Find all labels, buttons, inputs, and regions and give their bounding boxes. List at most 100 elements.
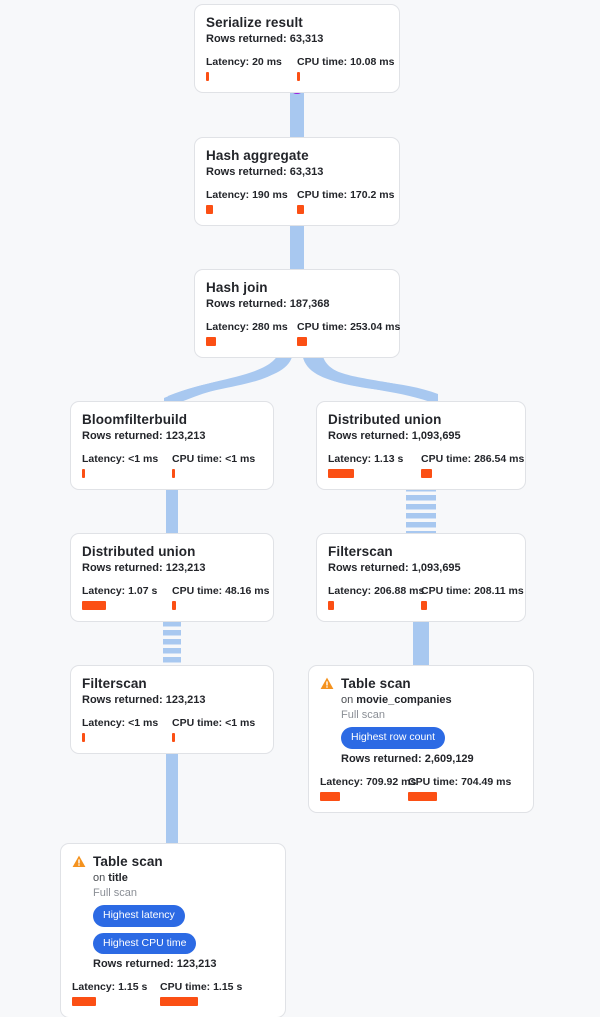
node-rows-returned: Rows returned: 1,093,695	[328, 430, 461, 442]
node-title: Serialize result	[206, 15, 303, 30]
metric-latency: Latency: 1.15 s	[46, 981, 160, 1006]
edge-distributedunion-filterscan-left	[163, 612, 181, 666]
edge-filterscan-tablescan-right	[413, 612, 429, 668]
latency-label: Latency: 20 ms	[206, 56, 282, 68]
latency-bar	[206, 205, 213, 214]
cpu-time-bar	[297, 337, 307, 346]
edge-hashjoin-bloomfilterbuild	[164, 350, 292, 408]
latency-bar	[82, 469, 85, 478]
metric-cpu-time: CPU time: 704.49 ms	[408, 776, 522, 801]
node-title: Hash aggregate	[206, 148, 309, 163]
latency-label: Latency: 206.88 ms	[328, 585, 425, 597]
node-scan-type: Full scan	[93, 887, 138, 899]
node-title: Distributed union	[82, 544, 196, 559]
cpu-time-label: CPU time: <1 ms	[172, 453, 256, 465]
metric-latency: Latency: 1.07 s	[82, 585, 172, 610]
node-title: Table scan	[341, 676, 411, 691]
metric-cpu-time: CPU time: <1 ms	[172, 453, 262, 478]
edge-hashjoin-bloomfilterbuild-band	[170, 352, 288, 402]
node-title: Distributed union	[328, 412, 442, 427]
cpu-time-bar	[297, 72, 300, 81]
edge-filterscan-tablescan-left	[166, 744, 178, 846]
latency-label: Latency: 1.07 s	[82, 585, 158, 597]
latency-label: Latency: 190 ms	[206, 189, 288, 201]
latency-bar	[206, 72, 209, 81]
node-rows-returned: Rows returned: 2,609,129	[341, 752, 474, 765]
node-rows-returned: Rows returned: 187,368	[206, 298, 330, 310]
edge-hashjoin-distributedunion-band	[306, 352, 438, 402]
metric-latency: Latency: 190 ms	[206, 189, 297, 214]
cpu-time-label: CPU time: 48.16 ms	[172, 585, 270, 597]
node-scan-type: Full scan	[341, 709, 386, 721]
latency-bar	[82, 733, 85, 742]
metric-cpu-time: CPU time: 1.15 s	[160, 981, 274, 1006]
node-metrics: Latency: 1.07 s CPU time: 48.16 ms	[82, 585, 270, 610]
metric-latency: Latency: 206.88 ms	[328, 585, 425, 610]
metric-latency: Latency: <1 ms	[82, 717, 172, 742]
node-badges: Highest row count	[341, 727, 522, 749]
latency-label: Latency: 709.92 ms	[320, 775, 417, 788]
node-title: Table scan	[93, 854, 163, 869]
latency-bar	[328, 601, 334, 610]
cpu-time-label: CPU time: 170.2 ms	[297, 189, 395, 201]
node-rows-returned: Rows returned: 123,213	[82, 694, 206, 706]
status-badge: Highest CPU time	[93, 932, 197, 954]
node-table-ref: on movie_companies	[341, 693, 522, 708]
node-rows-returned: Rows returned: 123,213	[82, 562, 206, 574]
latency-bar	[328, 469, 354, 478]
cpu-time-bar	[172, 733, 175, 742]
edge-bloomfilterbuild-distributedunion	[166, 480, 178, 534]
metric-cpu-time: CPU time: 253.04 ms	[297, 321, 401, 346]
node-rows-returned: Rows returned: 63,313	[206, 166, 324, 178]
node-metrics: Latency: 1.15 s CPU time: 1.15 s	[46, 981, 274, 1006]
latency-bar	[320, 791, 340, 801]
warning-triangle-icon	[320, 677, 334, 695]
warning-triangle-icon	[72, 855, 86, 873]
node-title: Filterscan	[82, 676, 147, 691]
cpu-time-label: CPU time: 10.08 ms	[297, 56, 395, 68]
on-prefix: on	[341, 694, 357, 706]
cpu-time-bar	[421, 469, 432, 478]
cpu-time-label: CPU time: 208.11 ms	[421, 585, 524, 597]
cpu-time-bar	[172, 469, 175, 478]
cpu-time-bar	[297, 205, 304, 214]
cpu-time-bar	[421, 601, 427, 610]
metric-latency: Latency: 20 ms	[206, 56, 297, 81]
latency-label: Latency: 280 ms	[206, 321, 288, 333]
cpu-time-label: CPU time: 704.49 ms	[408, 775, 512, 788]
cpu-time-label: CPU time: 253.04 ms	[297, 321, 401, 333]
node-rows-returned: Rows returned: 1,093,695	[328, 562, 461, 574]
node-title: Filterscan	[328, 544, 393, 559]
node-rows-returned: Rows returned: 123,213	[93, 958, 217, 970]
latency-label: Latency: 1.15 s	[72, 981, 148, 993]
